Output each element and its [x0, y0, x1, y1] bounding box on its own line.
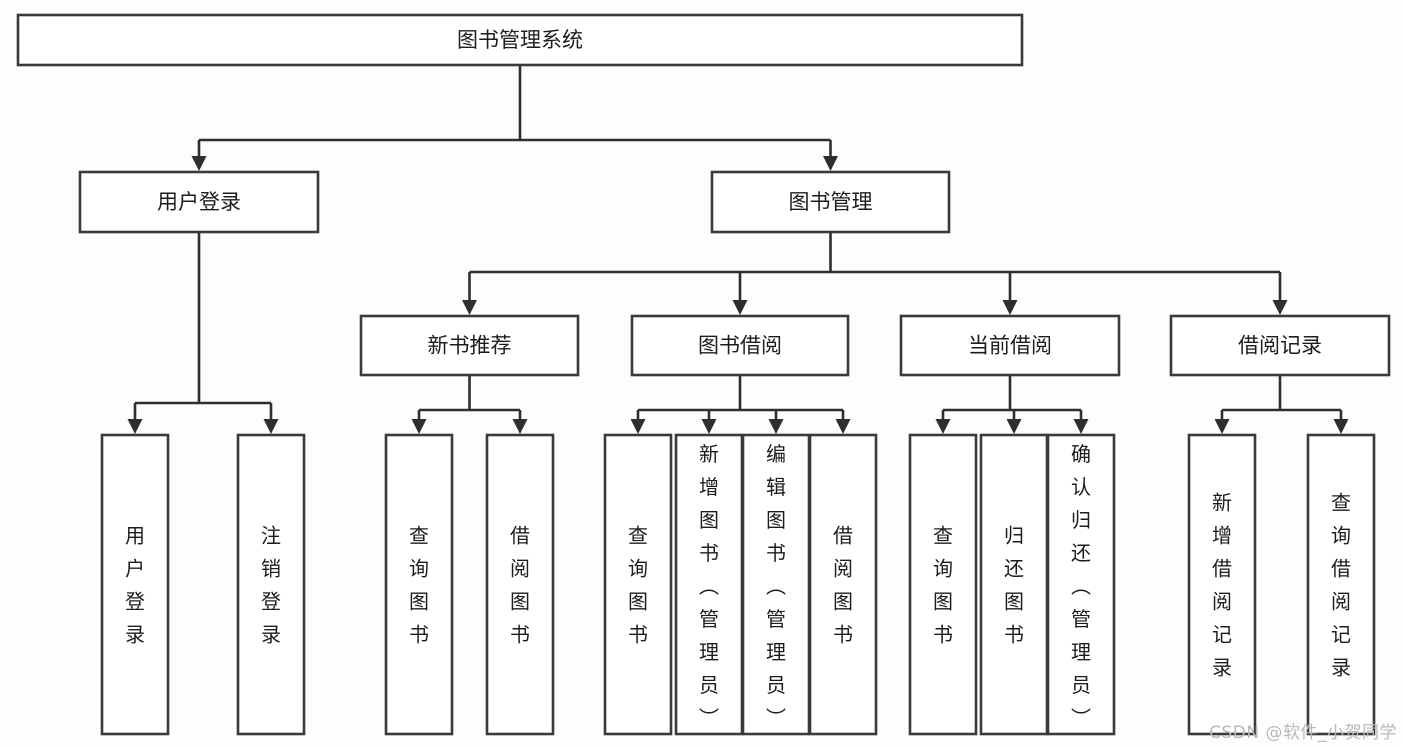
leaf-node-4[interactable]: 查询图书: [603, 433, 673, 736]
arrow-head-icon: [1002, 300, 1018, 315]
level3-node-0[interactable]: 新书推荐: [359, 314, 580, 377]
leaf-node-2-label: 查询图书: [409, 523, 429, 646]
leaf-node-5-label: 新增图书︵管理员︶: [699, 442, 719, 730]
leaf-node-10-label: 确认归还︵管理员︶: [1071, 442, 1091, 730]
level3-node-1[interactable]: 图书借阅: [630, 314, 850, 377]
leaf-node-12-label: 查询借阅记录: [1331, 490, 1351, 679]
leaf-node-11-label: 新增借阅记录: [1212, 490, 1232, 679]
arrow-head-icon: [1272, 300, 1288, 315]
arrow-head-icon: [191, 156, 207, 171]
leaf-node-4-label: 查询图书: [628, 523, 648, 646]
arrow-head-icon: [835, 419, 851, 434]
arrow-head-icon: [768, 419, 784, 434]
leaf-node-10-rect: [1046, 433, 1116, 736]
level3-node-2-label: 当前借阅: [968, 334, 1052, 358]
leaf-node-0-rect: [100, 433, 170, 736]
arrow-head-icon: [127, 419, 143, 434]
level2-node-0-label: 用户登录: [157, 190, 241, 214]
level3-node-1-rect: [630, 314, 850, 377]
leaf-node-7-label: 借阅图书: [833, 523, 853, 646]
leaf-node-2[interactable]: 查询图书: [384, 433, 454, 736]
leaf-node-5-rect: [674, 433, 744, 736]
leaf-node-1[interactable]: 注销登录: [236, 433, 306, 736]
arrow-head-icon: [732, 300, 748, 315]
leaf-node-11-rect: [1187, 433, 1257, 736]
leaf-node-10[interactable]: 确认归还︵管理员︶: [1046, 433, 1116, 736]
leaf-node-7-rect: [808, 433, 878, 736]
root-node-title-label: 图书管理系统: [457, 28, 583, 52]
leaf-node-8[interactable]: 查询图书: [908, 433, 978, 736]
arrow-head-icon: [1073, 419, 1089, 434]
leaf-node-6[interactable]: 编辑图书︵管理员︶: [741, 433, 811, 736]
arrow-head-icon: [823, 156, 838, 171]
leaf-node-9[interactable]: 归还图书: [979, 433, 1049, 736]
arrow-head-icon: [263, 419, 279, 434]
csdn-watermark: CSDN @软件_小贺同学: [1209, 723, 1397, 743]
arrow-head-icon: [1214, 419, 1230, 434]
leaf-node-6-label: 编辑图书︵管理员︶: [766, 442, 786, 730]
leaf-node-1-rect: [236, 433, 306, 736]
arrow-head-icon: [1006, 419, 1022, 434]
leaf-node-4-rect: [603, 433, 673, 736]
level3-node-2-rect: [899, 314, 1121, 377]
level2-node-1-label: 图书管理: [789, 190, 873, 214]
level3-node-0-rect: [359, 314, 580, 377]
arrow-head-icon: [1333, 419, 1349, 434]
arrow-head-icon: [630, 419, 646, 434]
leaf-node-3[interactable]: 借阅图书: [485, 433, 555, 736]
node-layer: 图书管理系统用户登录图书管理新书推荐图书借阅当前借阅借阅记录用户登录注销登录查询…: [16, 13, 1391, 736]
leaf-node-12[interactable]: 查询借阅记录: [1306, 433, 1376, 736]
leaf-node-3-label: 借阅图书: [510, 523, 530, 646]
level3-node-3[interactable]: 借阅记录: [1169, 314, 1391, 377]
arrow-head-icon: [411, 419, 427, 434]
leaf-node-9-rect: [979, 433, 1049, 736]
level3-node-2[interactable]: 当前借阅: [899, 314, 1121, 377]
leaf-node-0-label: 用户登录: [125, 523, 145, 646]
leaf-node-11[interactable]: 新增借阅记录: [1187, 433, 1257, 736]
leaf-node-7[interactable]: 借阅图书: [808, 433, 878, 736]
leaf-node-3-rect: [485, 433, 555, 736]
leaf-node-5[interactable]: 新增图书︵管理员︶: [674, 433, 744, 736]
arrow-head-icon: [701, 419, 717, 434]
connector-layer: [127, 65, 1349, 434]
level2-node-1-rect: [710, 170, 951, 234]
arrow-head-icon: [512, 419, 528, 434]
root-node-title-rect: [16, 13, 1024, 67]
leaf-node-12-rect: [1306, 433, 1376, 736]
leaf-node-1-label: 注销登录: [261, 523, 281, 646]
level2-node-0[interactable]: 用户登录: [78, 170, 320, 234]
level2-node-0-rect: [78, 170, 320, 234]
leaf-node-8-label: 查询图书: [933, 523, 953, 646]
leaf-node-9-label: 归还图书: [1004, 523, 1024, 646]
level2-node-1[interactable]: 图书管理: [710, 170, 951, 234]
level3-node-1-label: 图书借阅: [698, 334, 782, 358]
leaf-node-2-rect: [384, 433, 454, 736]
arrow-head-icon: [935, 419, 951, 434]
level3-node-0-label: 新书推荐: [428, 334, 512, 358]
root-node-title[interactable]: 图书管理系统: [16, 13, 1024, 67]
leaf-node-0[interactable]: 用户登录: [100, 433, 170, 736]
arrow-head-icon: [462, 300, 477, 315]
level3-node-3-label: 借阅记录: [1238, 334, 1322, 358]
level3-node-3-rect: [1169, 314, 1391, 377]
leaf-node-8-rect: [908, 433, 978, 736]
